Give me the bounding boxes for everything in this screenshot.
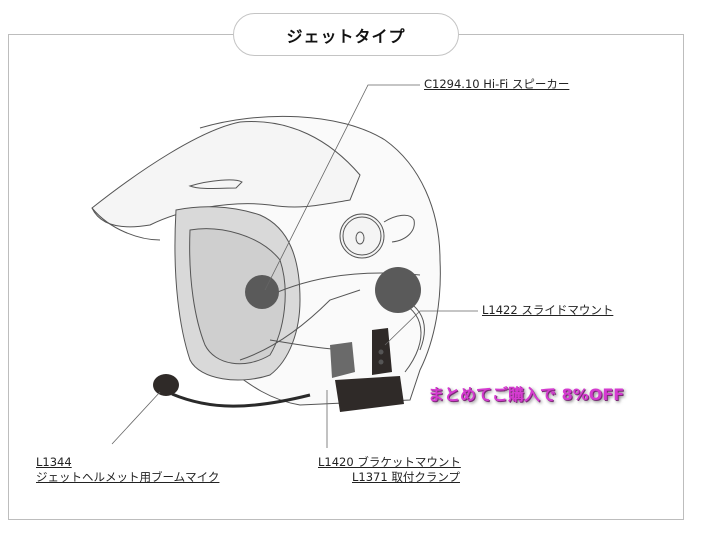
promo-discount-text: まとめてご購入で 8%OFF <box>428 385 625 404</box>
clamp-callout-label[interactable]: L1371 取付クランプ <box>352 470 460 484</box>
speaker-callout-label[interactable]: C1294.10 Hi-Fi スピーカー <box>424 77 570 91</box>
boom-mic-callout-name[interactable]: ジェットヘルメット用ブームマイク <box>36 470 220 484</box>
section-title: ジェットタイプ <box>286 26 406 46</box>
bracket-mount-callout-label[interactable]: L1420 ブラケットマウント <box>318 455 461 469</box>
section-title-pill: ジェットタイプ <box>233 13 459 56</box>
slide-mount-callout-label[interactable]: L1422 スライドマウント <box>482 303 614 317</box>
boom-mic-callout-code[interactable]: L1344 <box>36 455 72 469</box>
